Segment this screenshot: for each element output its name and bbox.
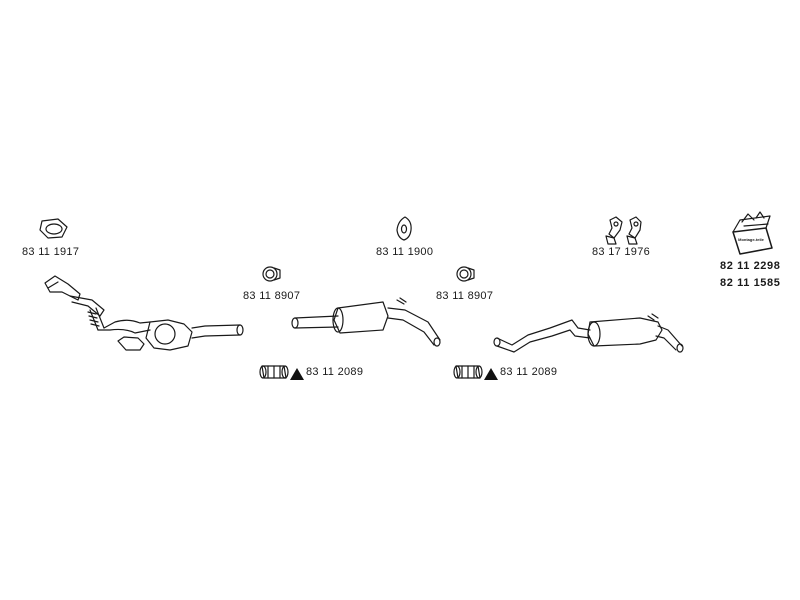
hanger-ring-icon [396, 216, 412, 241]
part-number-front-gasket: 83 11 1917 [22, 246, 80, 258]
middle-silencer [291, 297, 441, 347]
part-number-sleeve-right: 83 11 2089 [500, 366, 558, 378]
kit-code-1: 82 11 2298 [720, 260, 781, 272]
rubber-mount-icon [605, 216, 623, 245]
rubber-mount-icon [626, 216, 642, 245]
rear-silencer [493, 313, 684, 353]
kit-box-label: Montage-teile [738, 237, 764, 242]
mounting-kit-box-icon [732, 211, 773, 255]
sleeve-icon-right [453, 365, 483, 379]
warning-triangle-icon [290, 368, 304, 380]
sleeve-icon-left [259, 365, 289, 379]
part-number-rubber-mounts: 83 17 1976 [592, 246, 651, 258]
clamp-icon-left [262, 266, 281, 282]
part-number-sleeve-left: 83 11 2089 [306, 366, 364, 378]
kit-code-2: 82 11 1585 [720, 277, 781, 289]
gasket-icon [39, 218, 68, 239]
part-number-clamp-right: 83 11 8907 [436, 290, 494, 302]
part-number-hanger-ring: 83 11 1900 [376, 246, 434, 258]
warning-triangle-icon [484, 368, 498, 380]
front-pipe-catalytic-converter [44, 275, 244, 351]
part-number-clamp-left: 83 11 8907 [243, 290, 301, 302]
clamp-icon-right [456, 266, 475, 282]
